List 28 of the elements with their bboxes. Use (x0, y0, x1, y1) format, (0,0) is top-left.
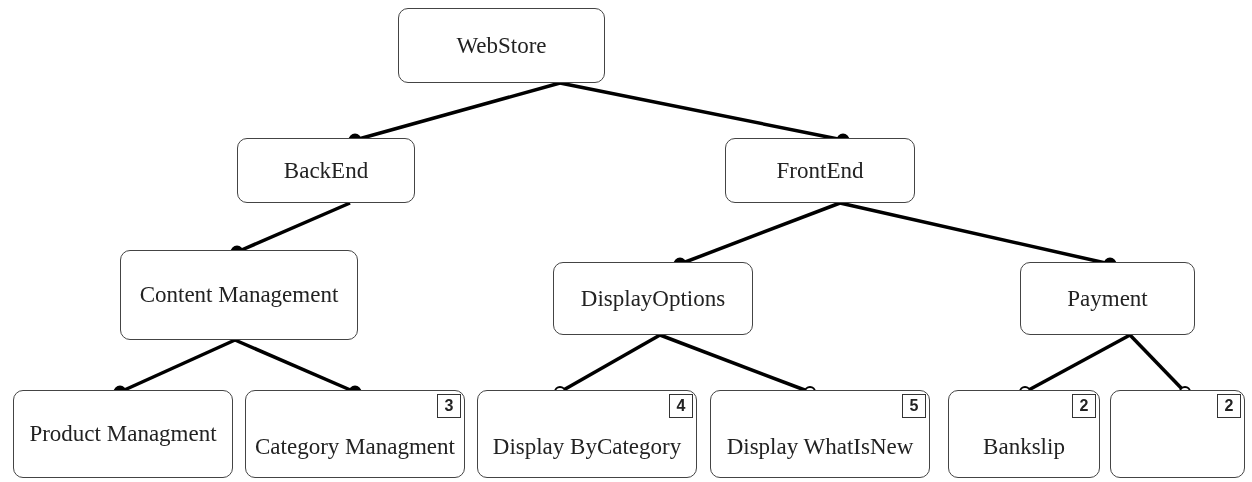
feature-box (120, 250, 358, 340)
cardinality-badge: 3 (437, 394, 461, 418)
feature-name: WebStore (456, 31, 547, 60)
feature-name: Category Managment (255, 433, 455, 462)
feature-box (948, 390, 1100, 478)
feature-box (725, 138, 915, 203)
feature-name: DisplayOptions (580, 284, 726, 313)
feature-box (477, 390, 697, 478)
feature-box (398, 8, 605, 83)
feature-box (1110, 390, 1245, 478)
feature-name: Display WhatIsNew (726, 433, 914, 462)
cardinality-badge: 2 (1217, 394, 1241, 418)
feature-box (13, 390, 233, 478)
feature-name: Display ByCategory (492, 433, 682, 462)
cardinality-badge: 5 (902, 394, 926, 418)
feature-name: BackEnd (283, 156, 369, 185)
cardinality-badge: 4 (669, 394, 693, 418)
feature-name: Content Management (139, 281, 339, 310)
feature-box (710, 390, 930, 478)
cardinality-badge: 2 (1072, 394, 1096, 418)
feature-name: Payment (1067, 284, 1148, 313)
feature-box (553, 262, 753, 335)
feature-box (237, 138, 415, 203)
feature-box (245, 390, 465, 478)
feature-name: Product Managment (29, 420, 217, 449)
feature-name: Bankslip (983, 433, 1065, 462)
feature-name: FrontEnd (776, 156, 864, 185)
feature-box (1020, 262, 1195, 335)
